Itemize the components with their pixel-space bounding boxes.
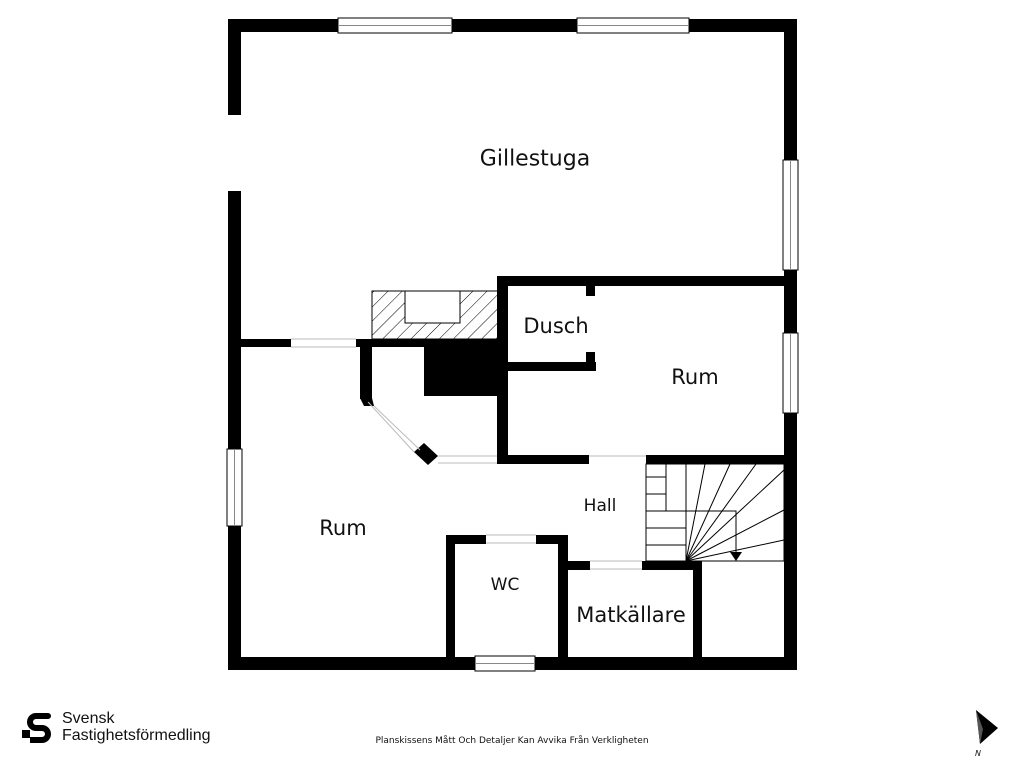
room-label-dusch: Dusch — [523, 314, 589, 338]
brand-logo: Svensk Fastighetsförmedling — [22, 710, 211, 744]
stair-arrow-icon — [730, 552, 742, 561]
interior-walls — [241, 276, 797, 665]
brand-name-line2: Fastighetsförmedling — [62, 727, 211, 744]
logo-icon — [22, 713, 51, 743]
staircase — [645, 463, 785, 562]
outer-walls — [228, 19, 797, 670]
room-label-matkallare: Matkällare — [576, 603, 686, 627]
room-label-gillestuga: Gillestuga — [479, 146, 591, 172]
windows — [226, 17, 799, 672]
room-label-rum-right: Rum — [671, 365, 719, 389]
room-label-rum-left: Rum — [319, 516, 367, 540]
door-openings — [291, 338, 646, 570]
north-arrow-icon — [976, 710, 998, 744]
brand-name-line1: Svensk — [62, 710, 115, 727]
fireplace-hearth — [371, 290, 499, 340]
room-label-wc: WC — [490, 575, 520, 595]
room-label-hall: Hall — [583, 496, 617, 516]
disclaimer-text: Planskissens Mått Och Detaljer Kan Avvik… — [375, 736, 649, 746]
compass-label: N — [975, 749, 981, 758]
